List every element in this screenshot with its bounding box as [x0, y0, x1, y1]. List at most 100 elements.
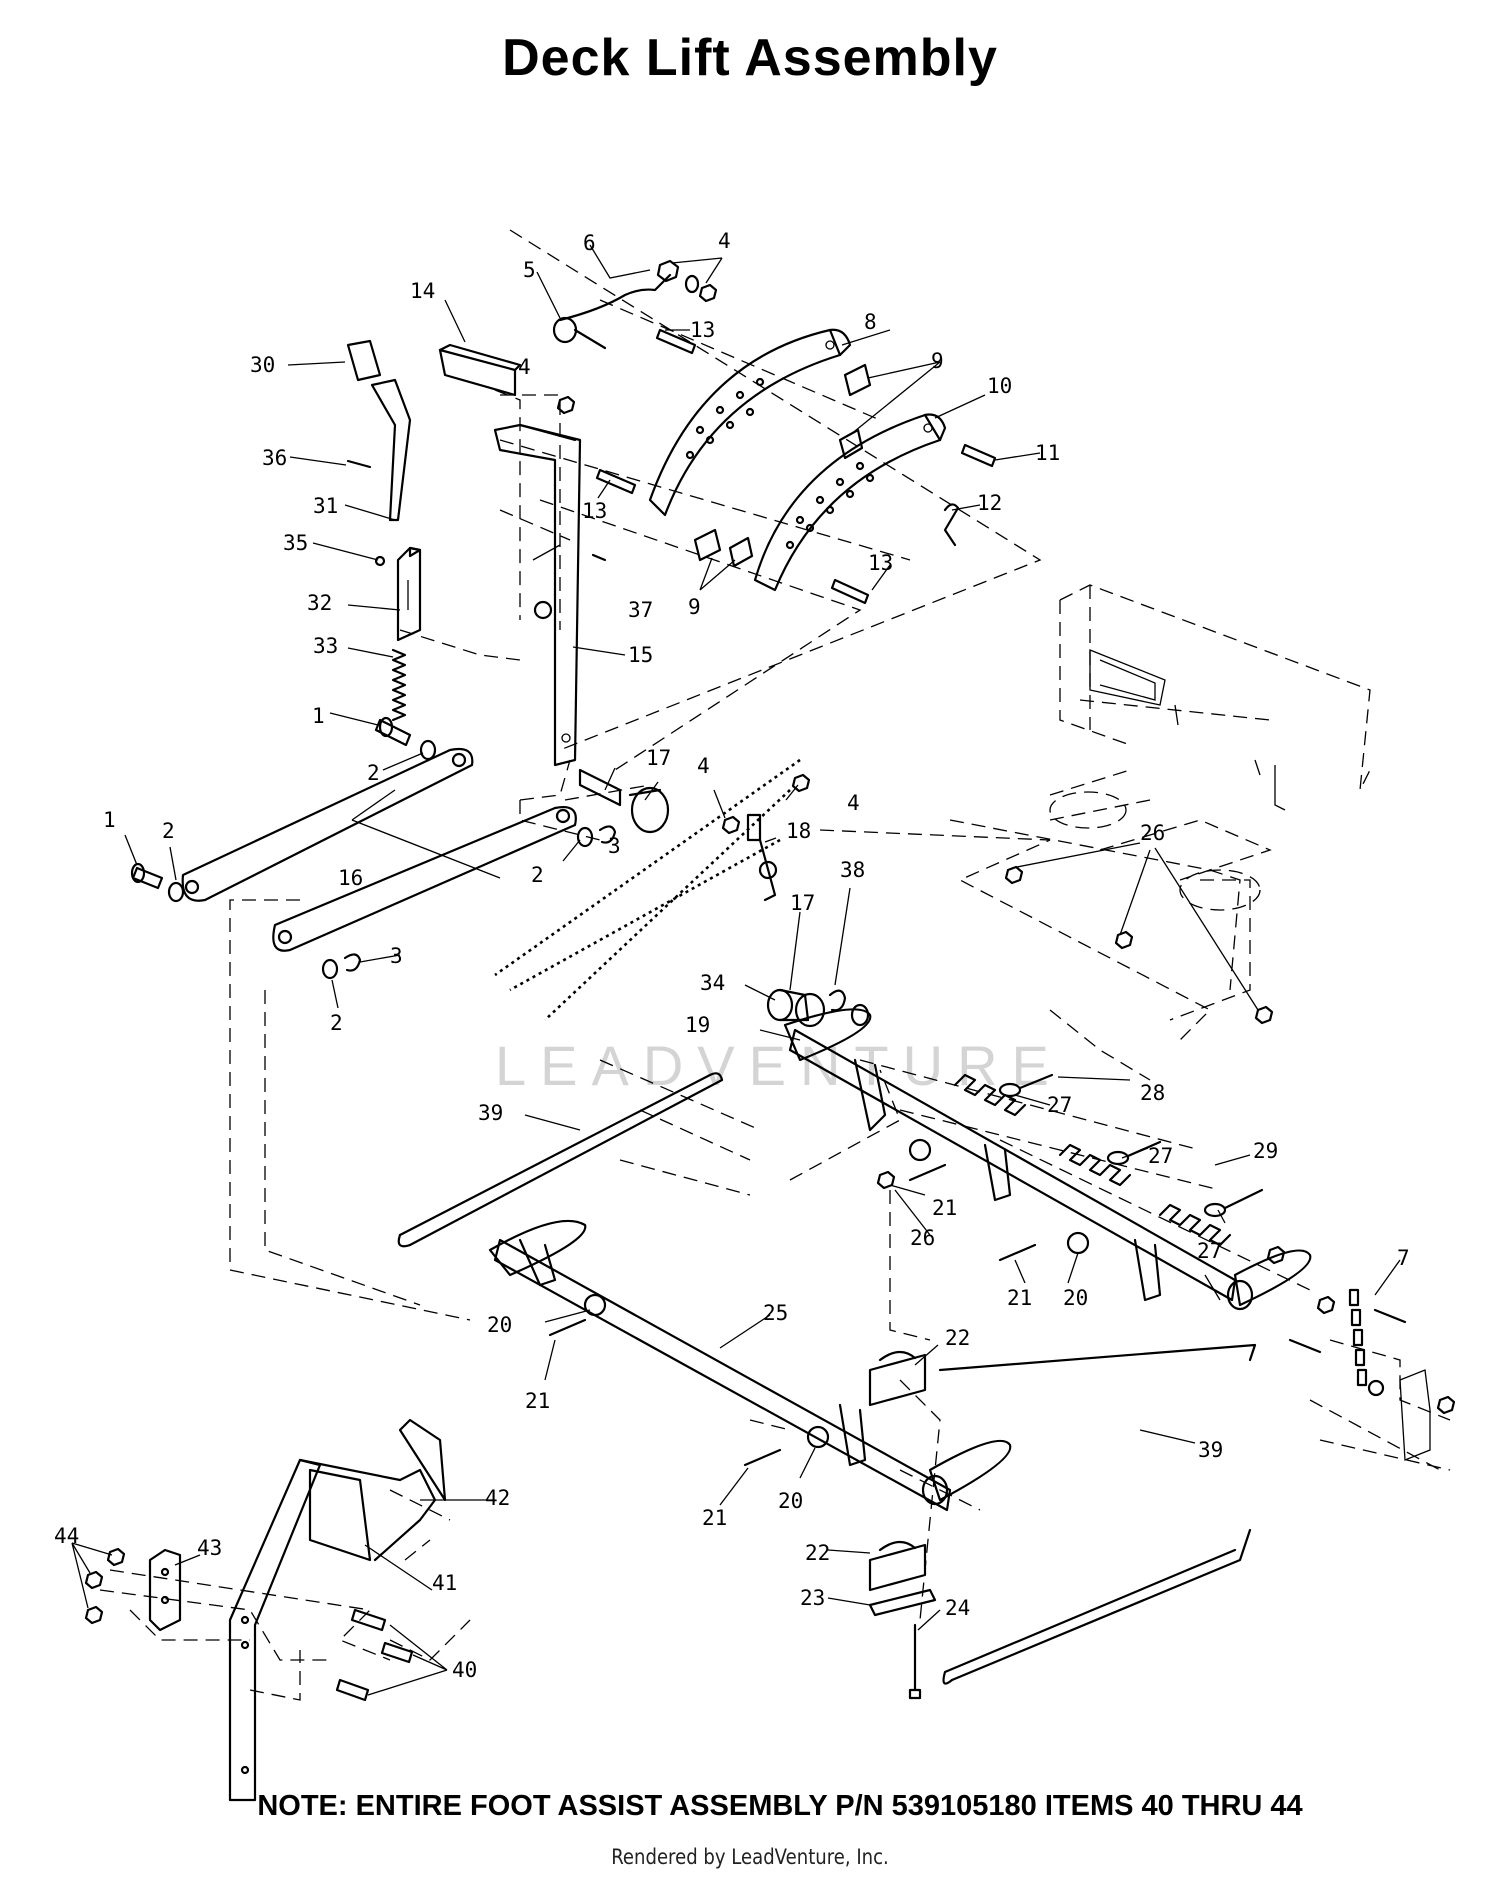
- part-pedal-pad: [438, 343, 522, 397]
- callout-18: 18: [786, 819, 811, 843]
- callout-4: 4: [697, 754, 710, 778]
- part-rockshaft-lower: [488, 1219, 1257, 1512]
- callout-36: 36: [262, 446, 287, 470]
- callout-7: 7: [1397, 1246, 1410, 1270]
- part-lower-bushing: [766, 988, 847, 1028]
- alignment-lines: [99, 229, 1451, 1701]
- part-lock-pin-cable: [552, 273, 672, 350]
- callout-14: 14: [410, 279, 435, 303]
- callout-21: 21: [525, 1389, 550, 1413]
- callout-10: 10: [987, 374, 1012, 398]
- callout-21: 21: [702, 1506, 727, 1530]
- part-chain-bracket: [1266, 1245, 1456, 1461]
- callout-17: 17: [790, 891, 815, 915]
- callout-31: 31: [313, 494, 338, 518]
- callout-12: 12: [977, 491, 1002, 515]
- callout-27: 27: [1148, 1144, 1173, 1168]
- callout-39: 39: [478, 1101, 503, 1125]
- callout-20: 20: [778, 1489, 803, 1513]
- callout-42: 42: [485, 1486, 510, 1510]
- callout-8: 8: [864, 310, 877, 334]
- callout-3: 3: [390, 944, 403, 968]
- callout-1: 1: [312, 704, 325, 728]
- callout-19: 19: [685, 1013, 710, 1037]
- callout-21: 21: [932, 1196, 957, 1220]
- part-bushing: [578, 768, 670, 834]
- diagram-title: Deck Lift Assembly: [502, 29, 998, 87]
- part-extension-springs: [953, 1073, 1264, 1247]
- callout-4: 4: [718, 229, 731, 253]
- callout-29: 29: [1253, 1139, 1278, 1163]
- footer-credit: Rendered by LeadVenture, Inc.: [611, 1845, 889, 1869]
- part-pedal-arm: [493, 423, 582, 767]
- callout-21: 21: [1007, 1286, 1032, 1310]
- callout-4: 4: [847, 791, 860, 815]
- callout-26: 26: [910, 1226, 935, 1250]
- callout-32: 32: [307, 591, 332, 615]
- callout-13: 13: [868, 551, 893, 575]
- part-washers: [167, 739, 594, 980]
- callout-40: 40: [452, 1658, 477, 1682]
- callout-28: 28: [1140, 1081, 1165, 1105]
- callout-17: 17: [646, 746, 671, 770]
- part-foot-assist-assembly: [84, 1418, 447, 1802]
- dotted-rod-lines: [494, 758, 801, 1021]
- callout-22: 22: [805, 1541, 830, 1565]
- callout-labels: 1 1 2 2 2 2 3 3 4 4 4 4 5 6 7 8 9 9 10 1…: [54, 229, 1410, 1682]
- watermark: LEADVENTURE: [495, 1034, 1063, 1097]
- part-lift-rods: [397, 1072, 1252, 1685]
- leader-lines: [71, 244, 1401, 1696]
- callout-11: 11: [1035, 441, 1060, 465]
- callout-1: 1: [103, 808, 116, 832]
- callout-33: 33: [313, 634, 338, 658]
- callout-30: 30: [250, 353, 275, 377]
- callout-25: 25: [763, 1301, 788, 1325]
- callout-34: 34: [700, 971, 725, 995]
- callout-38: 38: [840, 858, 865, 882]
- callout-2: 2: [162, 819, 175, 843]
- part-compression-spring: [391, 648, 407, 722]
- part-hair-clips: [343, 825, 617, 972]
- part-rockshaft-cotters: [548, 1163, 1037, 1467]
- callout-5: 5: [523, 258, 536, 282]
- part-index-plate-outer: [648, 328, 852, 517]
- part-roll-pin: [346, 459, 372, 469]
- callout-15: 15: [628, 643, 653, 667]
- callout-41: 41: [432, 1571, 457, 1595]
- part-bracket: [374, 546, 422, 642]
- callout-39: 39: [1198, 1438, 1223, 1462]
- callout-3: 3: [608, 834, 621, 858]
- callout-9: 9: [688, 595, 701, 619]
- assembly-note: NOTE: ENTIRE FOOT ASSIST ASSEMBLY P/N 53…: [257, 1790, 1303, 1822]
- callout-26: 26: [1140, 821, 1165, 845]
- callout-27: 27: [1197, 1239, 1222, 1263]
- callout-4: 4: [518, 355, 531, 379]
- callout-27: 27: [1047, 1093, 1072, 1117]
- part-bolts: [591, 328, 997, 605]
- part-rockshaft-upper: [783, 1003, 1312, 1311]
- callout-2: 2: [367, 761, 380, 785]
- callout-43: 43: [197, 1536, 222, 1560]
- callout-20: 20: [1063, 1286, 1088, 1310]
- part-handle-grip: [346, 339, 412, 522]
- callout-9: 9: [931, 349, 944, 373]
- part-nuts: [556, 259, 811, 835]
- part-rod-end: [746, 813, 778, 902]
- callout-24: 24: [945, 1596, 970, 1620]
- callout-23: 23: [800, 1586, 825, 1610]
- callout-20: 20: [487, 1313, 512, 1337]
- part-lift-links: [181, 747, 577, 952]
- part-pivot-blocks: [868, 1350, 937, 1700]
- part-clevis-pins: [130, 716, 412, 890]
- callout-13: 13: [690, 318, 715, 342]
- callout-2: 2: [531, 863, 544, 887]
- part-spacers: [693, 363, 872, 568]
- frame-plate: [1049, 584, 1371, 1021]
- callout-2: 2: [330, 1011, 343, 1035]
- callout-22: 22: [945, 1326, 970, 1350]
- callout-13: 13: [582, 499, 607, 523]
- callout-16: 16: [338, 866, 363, 890]
- callout-37: 37: [628, 598, 653, 622]
- part-index-plate-inner: [753, 413, 947, 592]
